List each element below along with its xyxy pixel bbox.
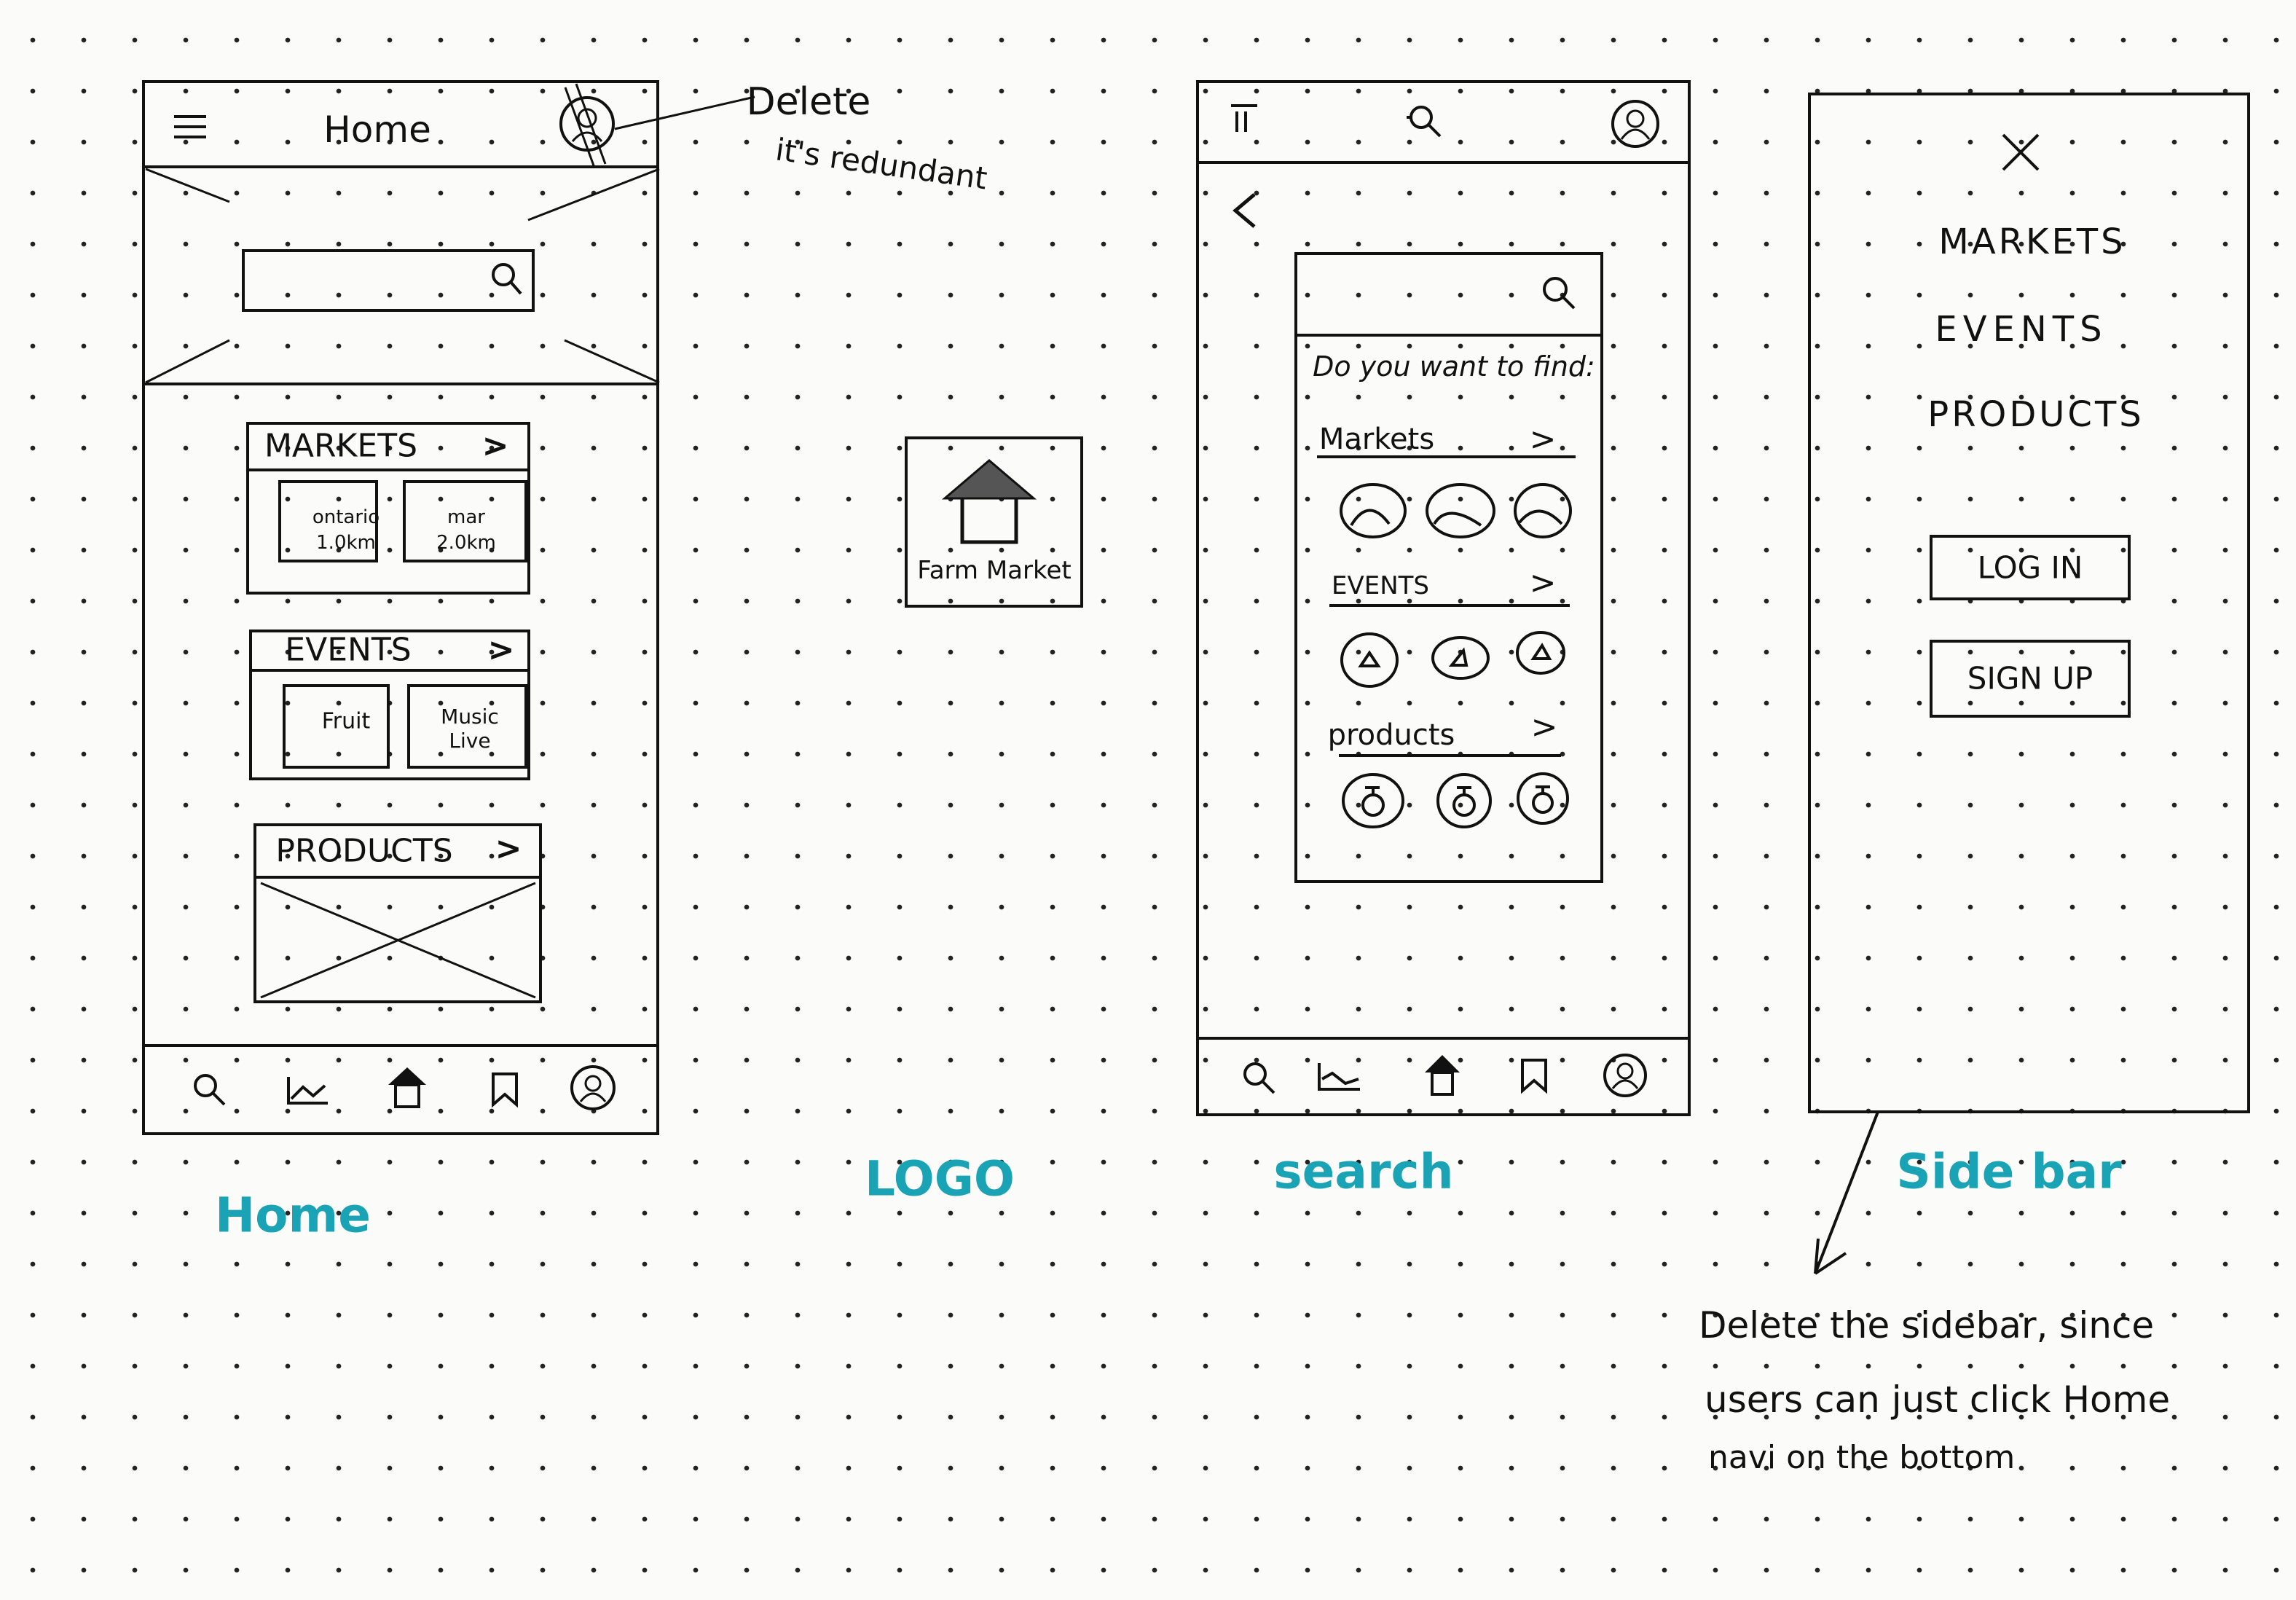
annotation-connector-line	[614, 95, 755, 130]
product-circle-icon[interactable]	[1340, 772, 1406, 833]
market-item[interactable]	[278, 480, 378, 562]
search-panel	[1294, 252, 1603, 883]
markets-card[interactable]	[246, 422, 530, 595]
events-card-title: EVENTS	[285, 631, 412, 669]
search-icon[interactable]	[490, 262, 522, 299]
sidebar-item-products[interactable]: PRODUCTS	[1927, 394, 2144, 435]
home-bottom-nav-divider	[142, 1044, 659, 1047]
event-item[interactable]	[283, 684, 390, 769]
sidebar-screen-label: Side bar	[1896, 1143, 2122, 1200]
hero-image-placeholder	[145, 168, 660, 384]
search-wireframe	[1196, 80, 1691, 1116]
search-screen-label: search	[1273, 1143, 1454, 1200]
hamburger-menu-icon[interactable]	[1230, 103, 1259, 138]
sidebar-item-events[interactable]: EVENTS	[1935, 309, 2108, 350]
events-card[interactable]	[249, 630, 530, 780]
event-item-name: Fruit	[321, 708, 371, 734]
login-button[interactable]	[1930, 535, 2131, 600]
events-chevron-icon[interactable]: >	[487, 631, 515, 669]
search-products-chevron-icon[interactable]: >	[1530, 708, 1558, 746]
signup-button-label: SIGN UP	[1967, 660, 2093, 697]
home-wireframe	[142, 80, 659, 1135]
farm-house-logo-icon	[941, 458, 1037, 548]
home-search-input[interactable]	[242, 249, 535, 312]
markets-underline	[1317, 455, 1576, 458]
sidebar-item-markets[interactable]: MARKETS	[1938, 221, 2126, 262]
nav-chart-icon[interactable]	[1316, 1063, 1363, 1095]
search-markets-chevron-icon[interactable]: >	[1529, 420, 1557, 458]
markets-card-title: MARKETS	[264, 427, 418, 465]
product-circle-icon[interactable]	[1435, 772, 1493, 833]
hamburger-menu-icon[interactable]	[173, 114, 209, 143]
search-section-markets-title: Markets	[1318, 423, 1435, 456]
annotation-redundant-text: it's redundant	[773, 131, 990, 197]
annotation-note-line: navi on the bottom	[1708, 1439, 2016, 1476]
event-item-name: Music Live	[441, 705, 499, 753]
header-search-icon[interactable]	[1404, 103, 1444, 142]
nav-search-icon[interactable]	[191, 1071, 227, 1110]
nav-profile-icon[interactable]	[1602, 1052, 1648, 1102]
search-icon[interactable]	[1541, 275, 1577, 314]
event-circle-icon[interactable]	[1430, 635, 1491, 684]
products-underline	[1339, 754, 1561, 757]
market-circle-icon[interactable]	[1424, 482, 1497, 543]
market-item-name: mar	[447, 506, 485, 528]
events-underline	[1329, 604, 1570, 607]
search-input-underline[interactable]	[1294, 334, 1603, 337]
search-header-divider	[1196, 161, 1691, 164]
products-card-divider	[253, 876, 542, 879]
market-item-distance: 2.0km	[436, 532, 496, 554]
nav-profile-icon[interactable]	[569, 1064, 617, 1115]
markets-card-divider	[246, 468, 530, 471]
nav-bookmark-icon[interactable]	[1519, 1057, 1549, 1097]
login-button-label: LOG IN	[1977, 549, 2083, 586]
logo-box	[905, 436, 1083, 608]
profile-icon-crossed[interactable]	[558, 83, 616, 168]
products-chevron-icon[interactable]: >	[495, 830, 522, 868]
home-screen-label: Home	[214, 1187, 371, 1244]
markets-chevron-icon[interactable]: >	[481, 427, 509, 465]
annotation-note-line: users can just click Home	[1705, 1379, 2171, 1421]
nav-bookmark-icon[interactable]	[490, 1071, 519, 1110]
annotation-delete-text: Delete	[746, 80, 871, 124]
event-circle-icon[interactable]	[1339, 631, 1400, 692]
nav-chart-icon[interactable]	[286, 1077, 329, 1109]
search-events-chevron-icon[interactable]: >	[1529, 564, 1557, 602]
products-card-title: PRODUCTS	[275, 832, 453, 870]
market-circle-icon[interactable]	[1512, 482, 1573, 543]
home-header-divider	[142, 165, 659, 168]
nav-home-icon[interactable]	[1422, 1054, 1463, 1100]
profile-icon[interactable]	[1610, 98, 1661, 152]
logo-label: LOGO	[864, 1150, 1015, 1207]
nav-home-icon[interactable]	[385, 1066, 429, 1113]
hero-divider	[142, 383, 659, 385]
event-circle-icon[interactable]	[1514, 630, 1567, 679]
back-arrow-icon[interactable]	[1231, 192, 1257, 232]
product-circle-icon[interactable]	[1515, 771, 1570, 829]
home-header-title: Home	[323, 109, 431, 151]
market-item[interactable]	[403, 480, 527, 562]
search-section-products-title: products	[1327, 718, 1455, 752]
market-item-distance: 1.0km	[316, 532, 376, 554]
annotation-note-line: Delete the sidebar, since	[1699, 1304, 2155, 1346]
market-circle-icon[interactable]	[1338, 482, 1408, 543]
logo-text: Farm Market	[917, 556, 1072, 585]
product-image-placeholder	[260, 882, 536, 999]
nav-search-icon[interactable]	[1241, 1059, 1277, 1099]
events-card-divider	[249, 669, 530, 672]
signup-button[interactable]	[1930, 640, 2131, 718]
close-icon[interactable]	[1999, 130, 2043, 177]
search-prompt: Do you want to find:	[1313, 350, 1595, 383]
products-card[interactable]	[253, 823, 542, 1003]
event-item[interactable]	[407, 684, 527, 769]
annotation-arrow	[1814, 1111, 1879, 1275]
search-section-events-title: EVENTS	[1331, 571, 1430, 600]
market-item-name: ontario	[312, 506, 380, 528]
sidebar-wireframe	[1808, 93, 2250, 1113]
search-bottom-nav-divider	[1196, 1037, 1691, 1040]
